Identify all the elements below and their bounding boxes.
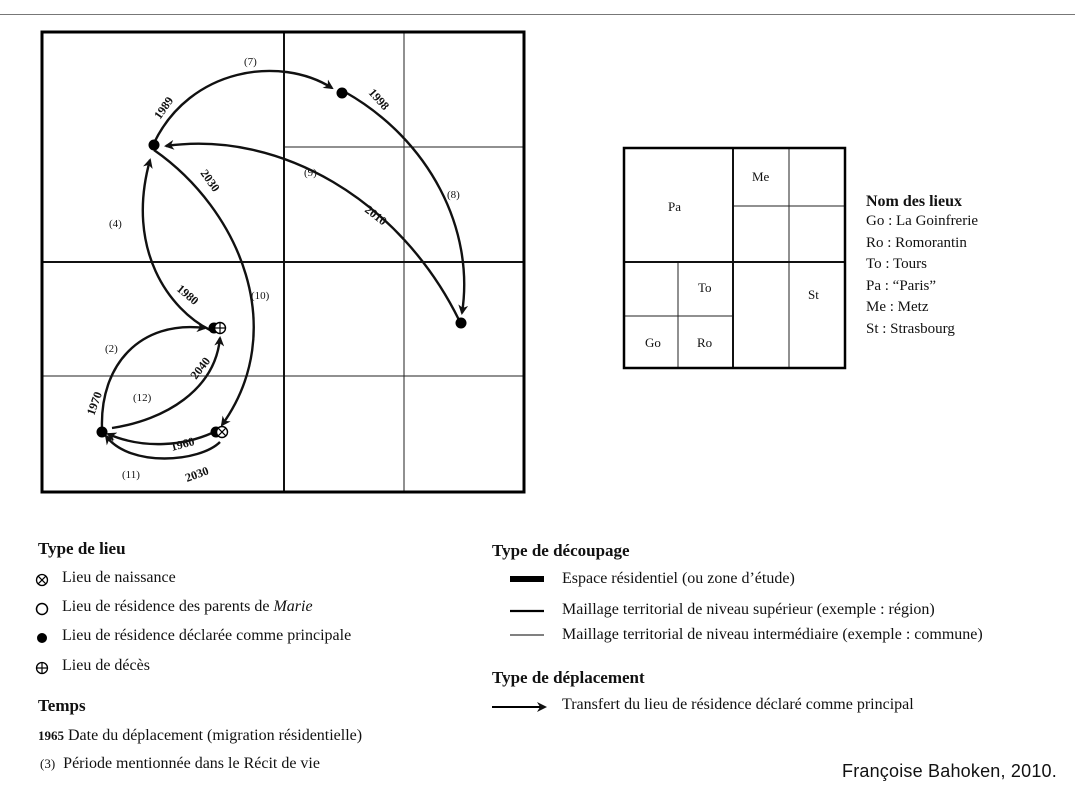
date-symbol: 1965 — [38, 728, 64, 743]
arrow-11b — [104, 434, 221, 460]
place-legend-item: Ro : Romorantin — [866, 234, 967, 251]
places — [96, 87, 467, 439]
inset-cell-st: St — [808, 287, 819, 302]
year-label: 1989 — [151, 94, 176, 122]
principal-symbol-icon — [37, 633, 47, 643]
period-label: (7) — [244, 56, 257, 68]
deplacement-item: Transfert du lieu de résidence déclaré c… — [562, 696, 914, 713]
study-area-border — [40, 30, 526, 494]
place-legend-item: Pa : “Paris” — [866, 277, 936, 294]
place-legend-item: Go : La Goinfrerie — [866, 213, 979, 229]
period-label: (12) — [133, 392, 152, 404]
decoupage-samples — [492, 576, 547, 712]
arrow-12 — [111, 336, 225, 430]
place-legend-title: Nom des lieux — [866, 193, 962, 210]
year-label: 1960 — [169, 434, 196, 454]
place-legend-item: Me : Metz — [866, 299, 929, 315]
temps-title: Temps — [38, 696, 86, 715]
inset-labels: Pa Me To St Go Ro — [645, 169, 819, 350]
lieu-symbols — [35, 573, 49, 675]
place-romorantin-birth-icon — [210, 425, 229, 439]
place-metz-dot — [336, 87, 348, 99]
parents-label-name: Marie — [273, 598, 313, 615]
type-de-decoupage-title: Type de découpage — [492, 541, 630, 560]
inset-map: Pa Me To St Go Ro — [622, 146, 847, 370]
place-legend-list: Go : La Goinfrerie Ro : Romorantin To : … — [866, 211, 978, 340]
place-tours-death-icon — [208, 321, 227, 335]
place-legend: Nom des lieux Go : La Goinfrerie Ro : Ro… — [866, 193, 978, 340]
arrow-7 — [152, 69, 334, 144]
temps-period-row: (3) Période mentionnée dans le Récit de … — [40, 755, 320, 773]
period-symbol: (3) — [40, 756, 56, 771]
decoupage-item: Espace résidentiel (ou zone d’étude) — [562, 570, 795, 587]
main-map: 1989 1998 2030 2010 1980 2040 1970 1960 … — [40, 30, 526, 494]
arrow-10 — [153, 149, 255, 427]
naissance-label: Lieu de naissance — [62, 569, 176, 586]
year-label: 2030 — [183, 463, 210, 484]
arrow-4 — [141, 158, 211, 332]
date-label: Date du déplacement (migration résidenti… — [68, 727, 363, 744]
parents-label: Lieu de résidence des parents de Marie — [62, 598, 313, 616]
arrow-8 — [344, 90, 469, 315]
inset-cell-me: Me — [752, 169, 770, 184]
place-strasbourg-dot — [455, 317, 467, 329]
year-label: 2010 — [362, 202, 390, 228]
period-labels: (7) (9) (8) (4) (10) (2) (12) (11) — [105, 56, 460, 481]
temps-date-row: 1965 Date du déplacement (migration rési… — [38, 727, 362, 745]
type-de-deplacement-title: Type de déplacement — [492, 668, 645, 687]
decoupage-item: Maillage territorial de niveau intermédi… — [562, 626, 983, 643]
period-label: (10) — [251, 290, 270, 302]
arrow-9 — [164, 139, 461, 321]
principale-label: Lieu de résidence déclarée comme princip… — [62, 627, 352, 644]
thick-line-sample — [510, 576, 544, 582]
decoupage-item: Maillage territorial de niveau supérieur… — [562, 601, 935, 618]
year-label: 2040 — [187, 354, 213, 382]
arrow-2 — [100, 322, 207, 429]
place-goinfrerie-dot — [96, 426, 108, 438]
period-label: Période mentionnée dans le Récit de vie — [63, 755, 320, 772]
inset-cell-to: To — [698, 280, 712, 295]
inset-cell-pa: Pa — [668, 199, 681, 214]
parents-symbol-icon — [35, 602, 49, 616]
birth-symbol-icon — [35, 573, 49, 587]
death-symbol-icon — [35, 661, 49, 675]
period-label: (11) — [122, 469, 140, 481]
top-rule — [0, 14, 1075, 15]
place-legend-item: St : Strasbourg — [866, 320, 955, 337]
type-de-lieu-title: Type de lieu — [38, 539, 126, 558]
period-label: (8) — [447, 189, 460, 201]
inset-cell-ro: Ro — [697, 335, 712, 350]
deces-label: Lieu de décès — [62, 657, 150, 674]
inset-cell-go: Go — [645, 335, 661, 350]
upper-grid — [42, 32, 524, 492]
period-label: (2) — [105, 343, 118, 355]
period-label: (4) — [109, 218, 122, 230]
credit: Françoise Bahoken, 2010. — [842, 761, 1057, 781]
parents-label-prefix: Lieu de résidence des parents de — [62, 598, 274, 615]
period-label: (9) — [304, 167, 317, 179]
place-legend-item: To : Tours — [866, 256, 927, 272]
arrow-11 — [106, 431, 213, 446]
migration-arrows — [100, 69, 469, 460]
year-label: 2030 — [198, 167, 223, 195]
place-paris-dot — [148, 139, 160, 151]
